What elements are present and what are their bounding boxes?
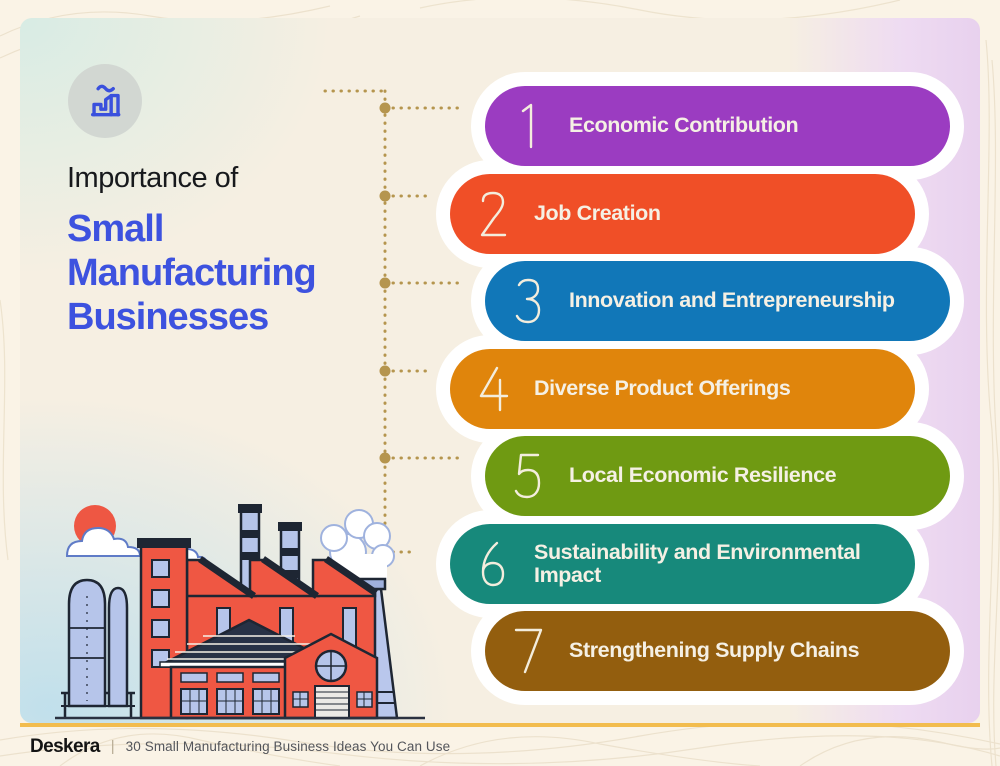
item-number-3 bbox=[515, 278, 541, 324]
item-label-5: Local Economic Resilience bbox=[569, 463, 837, 488]
footer-separator: | bbox=[110, 738, 115, 755]
list-item-3: Innovation and Entrepreneurship bbox=[485, 261, 950, 341]
item-number-2 bbox=[480, 191, 507, 237]
logo-badge bbox=[68, 64, 142, 138]
infographic-card: Importance of Small Manufacturing Busine… bbox=[20, 18, 980, 723]
accent-divider-line bbox=[20, 723, 980, 727]
list-item-2: Job Creation bbox=[450, 174, 915, 254]
item-number-6 bbox=[481, 541, 505, 587]
title-line-2: Manufacturing bbox=[67, 252, 317, 294]
footer-tagline: 30 Small Manufacturing Business Ideas Yo… bbox=[125, 739, 451, 754]
item-number-1 bbox=[521, 103, 533, 149]
factory-growth-icon bbox=[90, 84, 121, 117]
page-title: Small Manufacturing Businesses bbox=[67, 207, 317, 339]
item-label-7: Strengthening Supply Chains bbox=[569, 638, 860, 663]
item-label-2: Job Creation bbox=[534, 201, 661, 226]
factory-illustration bbox=[55, 504, 425, 720]
list-item-7: Strengthening Supply Chains bbox=[485, 611, 950, 691]
cloud bbox=[65, 526, 142, 557]
title-line-3: Businesses bbox=[67, 296, 269, 338]
gable-building bbox=[283, 632, 379, 720]
item-label-3: Innovation and Entrepreneurship bbox=[569, 288, 895, 313]
list-item-4: Diverse Product Offerings bbox=[450, 349, 915, 429]
list-item-1: Economic Contribution bbox=[485, 86, 950, 166]
item-number-7 bbox=[514, 628, 543, 674]
item-number-4 bbox=[479, 366, 509, 412]
list-item-5: Local Economic Resilience bbox=[485, 436, 950, 516]
title-block: Importance of Small Manufacturing Busine… bbox=[67, 162, 317, 339]
title-prefix: Importance of bbox=[67, 162, 238, 194]
list-item-6: Sustainability and Environmental Impact bbox=[450, 524, 915, 604]
silos bbox=[61, 578, 135, 718]
title-line-1: Small bbox=[67, 208, 164, 250]
footer: Deskera | 30 Small Manufacturing Busines… bbox=[0, 727, 1000, 766]
item-label-6: Sustainability and Environmental Impact bbox=[534, 539, 861, 587]
item-number-5 bbox=[514, 453, 541, 499]
item-label-1: Economic Contribution bbox=[569, 113, 799, 138]
item-label-4: Diverse Product Offerings bbox=[534, 376, 791, 401]
brand-logo: Deskera bbox=[30, 735, 100, 757]
